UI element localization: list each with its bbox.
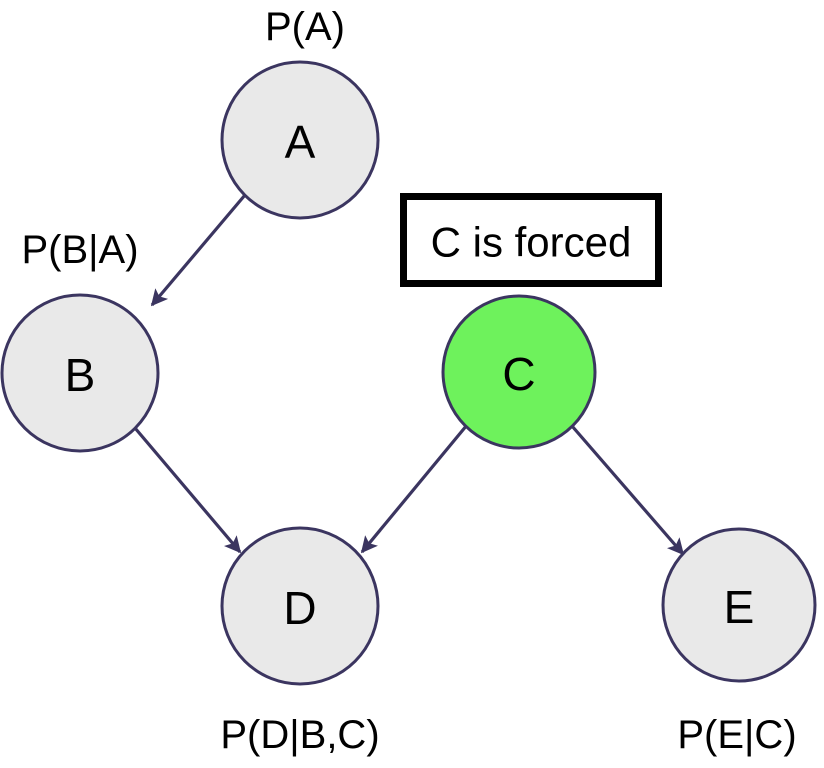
probability-label-e: P(E|C) <box>677 713 796 757</box>
node-c[interactable]: C <box>441 294 597 450</box>
node-e-label: E <box>724 581 755 633</box>
edge-c-to-d <box>360 423 469 554</box>
node-e[interactable]: E <box>661 527 817 683</box>
node-d-circle[interactable] <box>220 526 380 686</box>
nodes-layer: A B C D E <box>0 60 817 686</box>
probability-label-b: P(B|A) <box>21 228 138 272</box>
node-d[interactable]: D <box>220 526 380 686</box>
node-b-label: B <box>65 349 96 401</box>
edge-c-to-e <box>570 424 685 556</box>
probability-label-d: P(D|B,C) <box>220 713 379 757</box>
edge-a-to-b <box>150 193 247 307</box>
node-d-label: D <box>283 582 316 634</box>
probability-label-a: P(A) <box>265 5 345 49</box>
node-c-label: C <box>502 348 535 400</box>
edge-b-to-d <box>133 426 242 554</box>
node-a-label: A <box>285 116 316 168</box>
node-c-circle[interactable] <box>441 294 597 450</box>
probability-labels-layer: P(A) P(B|A) P(D|B,C) P(E|C) <box>21 5 796 757</box>
annotation-box[interactable] <box>400 193 662 287</box>
annotation-c-is-forced[interactable]: C is forced <box>400 193 662 287</box>
node-b[interactable]: B <box>0 293 160 453</box>
annotation-label: C is forced <box>431 219 632 266</box>
node-a[interactable]: A <box>220 60 380 220</box>
edges-layer <box>133 193 685 556</box>
node-b-circle[interactable] <box>0 293 160 453</box>
node-a-circle[interactable] <box>220 60 380 220</box>
node-e-circle[interactable] <box>661 527 817 683</box>
